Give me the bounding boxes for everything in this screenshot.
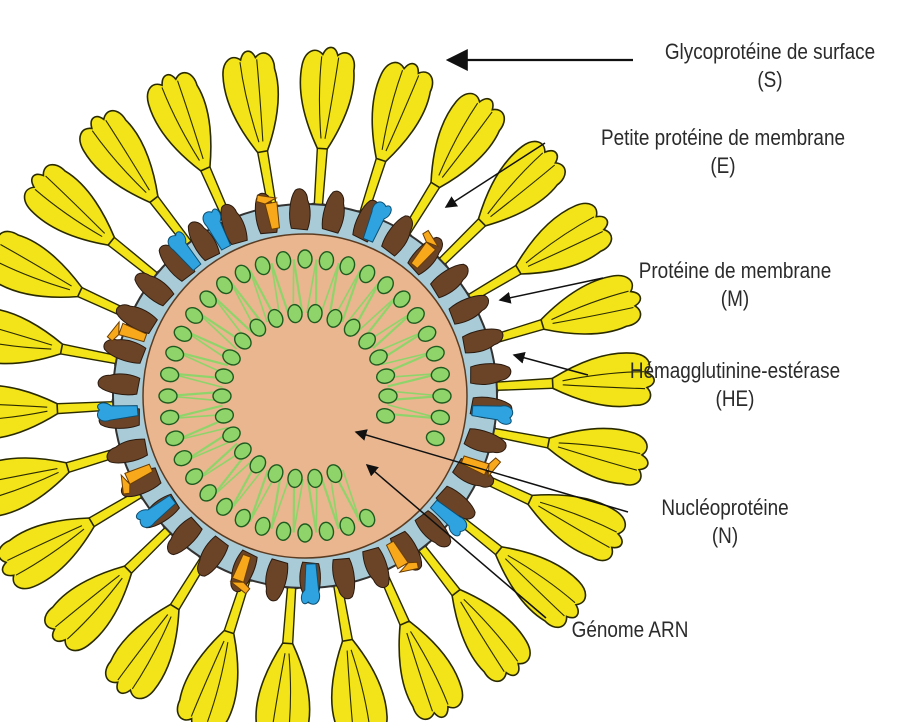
label-rna-genome-name: Génome ARN: [557, 616, 703, 644]
label-membrane-protein-abbr: (M): [628, 285, 843, 313]
label-hemagglutinin-esterase-name: Hémagglutinine-estérase: [610, 357, 859, 385]
nucleoprotein-oval: [379, 389, 397, 403]
membrane-protein: [97, 372, 140, 395]
label-membrane-protein: Protéine de membrane (M): [628, 257, 843, 313]
label-hemagglutinin-esterase: Hémagglutinine-estérase (HE): [610, 357, 859, 413]
label-nucleoprotein: Nucléoprotéine (N): [630, 494, 819, 550]
label-surface-glycoprotein-abbr: (S): [641, 66, 899, 94]
label-nucleoprotein-abbr: (N): [630, 522, 819, 550]
label-envelope-protein: Petite protéine de membrane (E): [581, 124, 865, 180]
label-membrane-protein-name: Protéine de membrane: [628, 257, 843, 285]
nucleoprotein-oval: [213, 389, 231, 403]
label-hemagglutinin-esterase-abbr: (HE): [610, 385, 859, 413]
nucleoprotein-oval: [433, 389, 451, 403]
label-envelope-protein-abbr: (E): [581, 152, 865, 180]
label-envelope-protein-name: Petite protéine de membrane: [581, 124, 865, 152]
label-nucleoprotein-name: Nucléoprotéine: [630, 494, 819, 522]
nucleoprotein-oval: [298, 524, 312, 542]
label-rna-genome: Génome ARN: [557, 616, 703, 644]
label-surface-glycoprotein: Glycoprotéine de surface (S): [641, 38, 899, 94]
nucleoprotein-oval: [159, 389, 177, 403]
label-surface-glycoprotein-name: Glycoprotéine de surface: [641, 38, 899, 66]
membrane-protein: [289, 189, 311, 231]
nucleoprotein-oval: [298, 250, 312, 268]
